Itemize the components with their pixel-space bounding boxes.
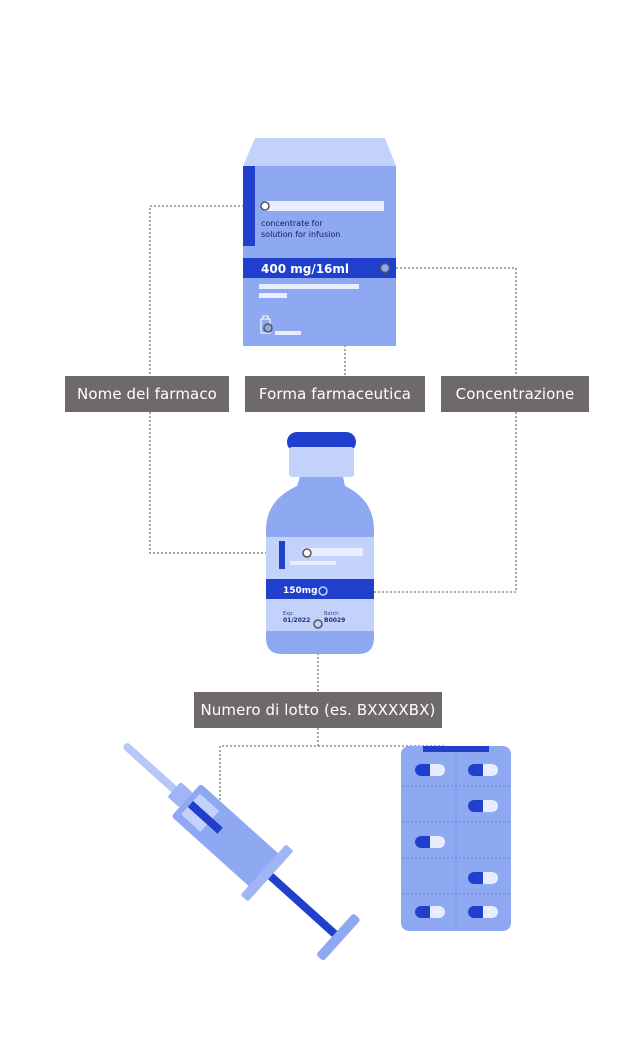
box-side-stripe (243, 166, 255, 246)
callout-lot-number: Numero di lotto (es. BXXXXBX) (194, 692, 442, 728)
vial-strength: 150mg (283, 586, 318, 596)
vial-exp-value: 01/2022 (283, 617, 310, 624)
box-lid (243, 138, 396, 166)
connector-lot-products (219, 728, 319, 800)
medicine-vial: 150mg Exp: 01/2022 Batch: B0029 (266, 432, 374, 654)
blister-separators (403, 752, 509, 928)
callout-concentration: Concentrazione (441, 376, 589, 412)
vial-name-marker (302, 548, 312, 558)
connector-concentration-vial (326, 412, 517, 593)
blister-top-bar (423, 746, 489, 752)
syringe-needle (123, 743, 178, 793)
box-name-marker (260, 201, 270, 211)
pill-icon (468, 872, 498, 884)
syringe-plunger-head (317, 914, 360, 961)
connector-drug-name-box (149, 205, 264, 376)
connector-drug-name-vial (149, 412, 303, 554)
box-strength-band (243, 258, 396, 278)
medicine-box: concentrate for solution for infusion 40… (243, 138, 396, 346)
syringe-icon (123, 743, 360, 961)
callout-drug-name: Nome del farmaco (65, 376, 229, 412)
box-form-line2: solution for infusion (261, 230, 340, 239)
blister-pack (401, 746, 511, 931)
pill-icon (468, 906, 498, 918)
syringe-plunger-rod (268, 873, 341, 940)
vial-strength-marker (318, 586, 328, 596)
vial-label-stripe (279, 541, 285, 569)
syringe-hub (168, 782, 192, 807)
pill-icon (415, 906, 445, 918)
syringe-barrel-label (187, 801, 223, 834)
connector-concentration-box (388, 267, 517, 376)
syringe-flange (241, 845, 293, 901)
box-small-line (275, 331, 301, 335)
vial-cap-collar (289, 447, 354, 477)
box-form-marker (263, 323, 273, 333)
box-text-line (259, 284, 359, 289)
callout-pharmaceutical-form: Forma farmaceutica (245, 376, 425, 412)
box-strength: 400 mg/16ml (261, 262, 349, 276)
vial-lot-value: B0029 (324, 617, 345, 624)
box-text-line (259, 293, 287, 298)
box-name-bar (264, 201, 384, 211)
vial-lot-label: Batch: (324, 611, 340, 617)
box-strength-marker (379, 262, 391, 274)
box-form-line1: concentrate for (261, 219, 323, 228)
vial-text-line (290, 561, 336, 565)
vial-name-bar (303, 548, 363, 556)
pill-icon (415, 764, 445, 776)
pill-icon (468, 764, 498, 776)
blister-card (401, 746, 511, 931)
pill-icon (415, 836, 445, 848)
pill-icon (468, 800, 498, 812)
vial-exp-label: Exp: (283, 611, 294, 617)
vial-lot-marker (313, 619, 323, 629)
vial-pictogram-icon (260, 315, 271, 334)
